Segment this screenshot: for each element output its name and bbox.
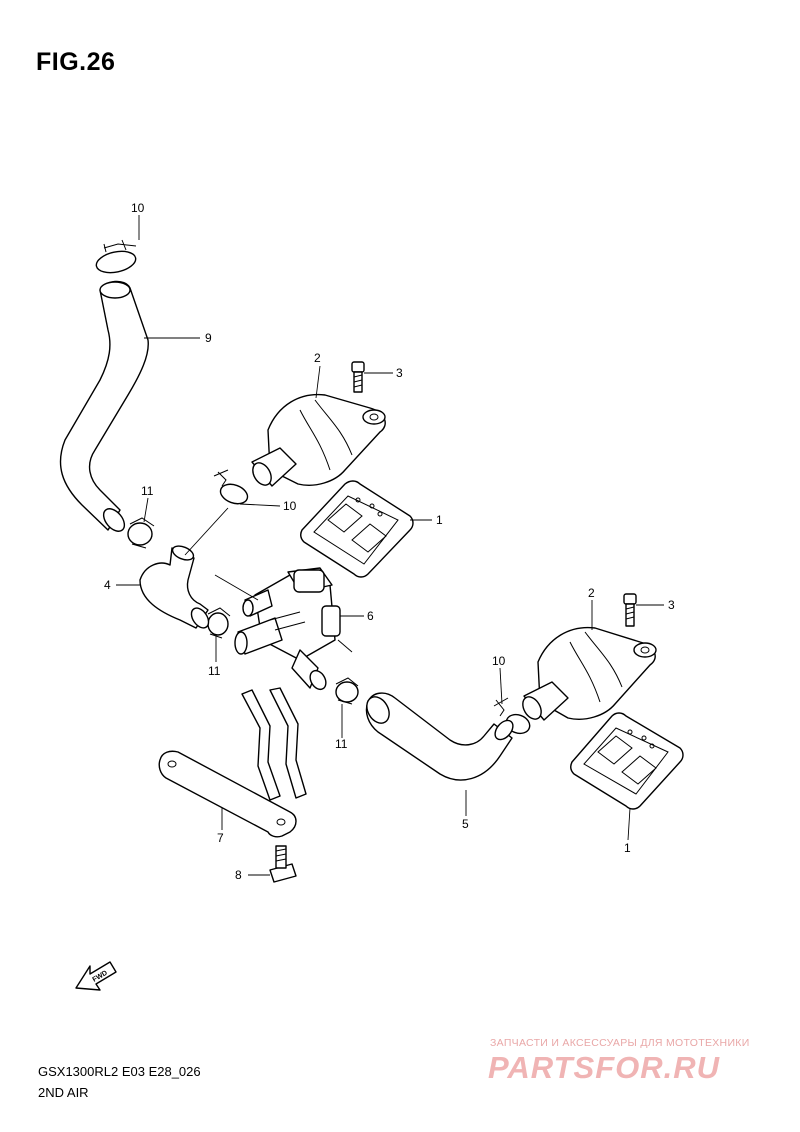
- clamp-11-left[interactable]: [127, 517, 155, 549]
- callout-10-middle: 10: [283, 499, 297, 513]
- section-name: 2ND AIR: [38, 1085, 89, 1100]
- leader-lines: [116, 215, 664, 876]
- bolt-3-lower[interactable]: [623, 593, 637, 627]
- reed-valve-1-upper[interactable]: [299, 480, 414, 578]
- callout-10-right: 10: [492, 654, 506, 668]
- callout-2-upper: 2: [314, 351, 321, 365]
- hose-5[interactable]: [362, 692, 516, 781]
- bolt-3-upper[interactable]: [351, 361, 365, 393]
- callout-3-lower: 3: [668, 598, 675, 612]
- callout-6: 6: [367, 609, 374, 623]
- cover-2-upper[interactable]: [249, 393, 386, 489]
- callout-10-top: 10: [131, 201, 145, 215]
- bolt-8[interactable]: [269, 845, 297, 883]
- cover-2-lower[interactable]: [519, 626, 657, 723]
- callout-3-upper: 3: [396, 366, 403, 380]
- callout-4: 4: [104, 578, 111, 592]
- callout-7: 7: [217, 831, 224, 845]
- clip-10-top[interactable]: [94, 239, 137, 276]
- elbow-4[interactable]: [139, 543, 212, 631]
- clamp-11-right[interactable]: [335, 677, 359, 705]
- clip-10-middle[interactable]: [213, 469, 250, 507]
- assembly-lines: [184, 507, 353, 653]
- model-code: GSX1300RL2 E03 E28_026: [38, 1064, 201, 1079]
- hose-9[interactable]: [59, 280, 149, 535]
- figure-title: FIG.26: [36, 48, 116, 76]
- callout-11-right: 11: [335, 737, 348, 751]
- callout-9: 9: [205, 331, 212, 345]
- callouts: 1 1 2 2 3 3 4 5 6 7 8 9 10 10 10 11 11 1…: [104, 201, 675, 882]
- callout-5: 5: [462, 817, 469, 831]
- fwd-arrow-icon: FWD: [75, 961, 117, 991]
- callout-2-lower: 2: [588, 586, 595, 600]
- clamp-11-middle[interactable]: [207, 607, 231, 639]
- callout-11-left: 11: [141, 484, 154, 498]
- bracket-7[interactable]: [158, 687, 307, 838]
- watermark-caption: ЗАПЧАСТИ И АКСЕССУАРЫ ДЛЯ МОТОТЕХНИКИ: [490, 1037, 750, 1049]
- callout-1-upper: 1: [436, 513, 443, 527]
- valve-6[interactable]: [234, 567, 341, 692]
- callout-11-middle: 11: [208, 664, 221, 678]
- reed-valve-1-lower[interactable]: [569, 712, 684, 810]
- watermark-logo: PARTSFOR.RU: [488, 1050, 721, 1085]
- callout-8: 8: [235, 868, 242, 882]
- callout-1-lower: 1: [624, 841, 631, 855]
